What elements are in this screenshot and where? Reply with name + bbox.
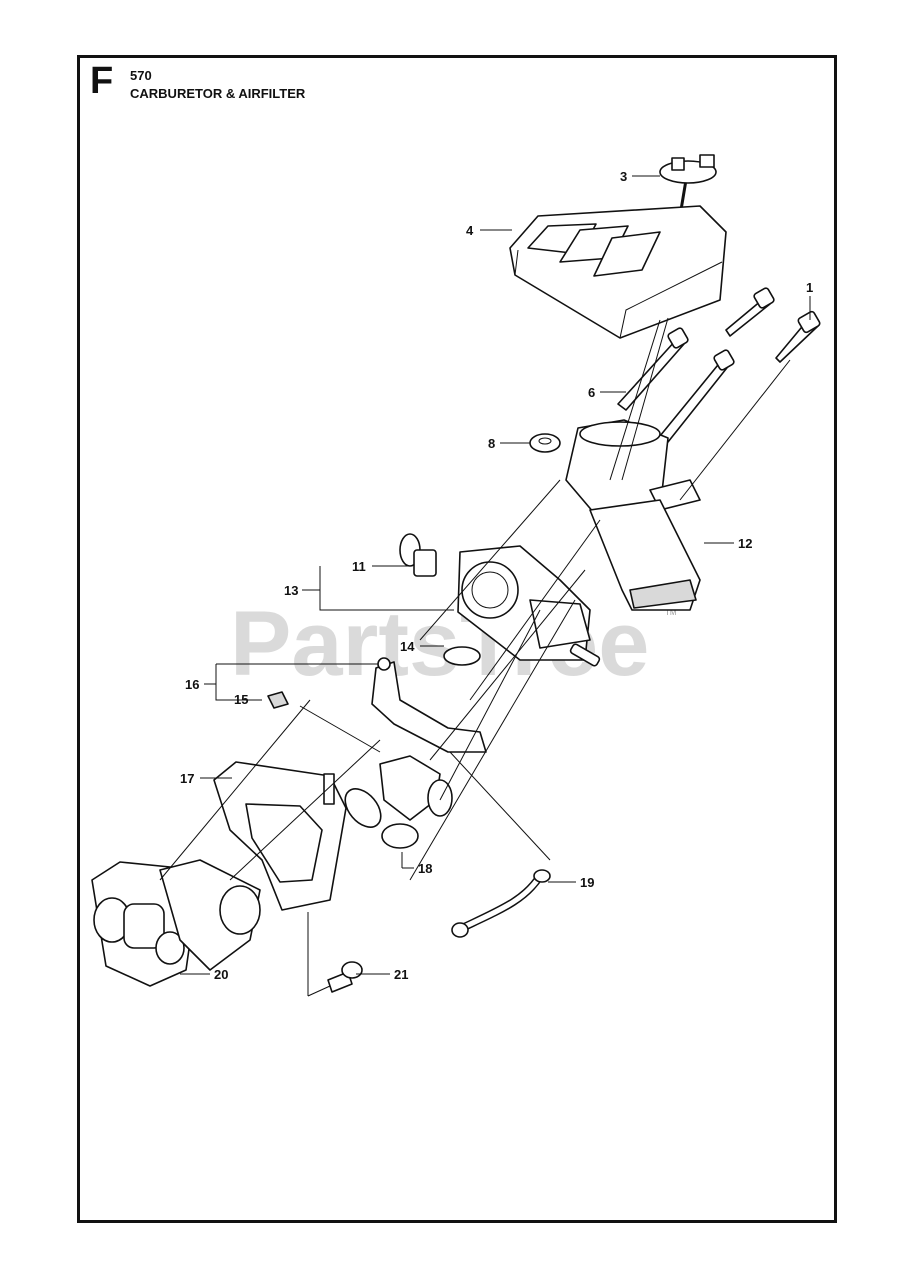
model-number: 570 [130,68,152,83]
part-air-filter-cover[interactable] [509,205,727,339]
callout-1: 1 [806,280,813,295]
callout-labels: 1 3 4 6 8 11 12 13 14 15 16 17 18 19 20 … [180,169,813,982]
part-airfilter-holder[interactable] [565,419,701,521]
watermark-tm: TM [665,608,677,617]
callout-12: 12 [738,536,752,551]
part-screw[interactable] [327,961,363,993]
callout-14: 14 [400,639,415,654]
part-nut[interactable] [529,433,561,453]
diagram-border [77,55,837,1223]
callout-17: 17 [180,771,194,786]
part-intake-boot[interactable] [338,755,453,849]
part-long-bolts[interactable] [617,287,821,443]
callout-3: 3 [620,169,627,184]
callout-15: 15 [234,692,248,707]
part-gasket[interactable] [443,646,481,666]
diagram-title: CARBURETOR & AIRFILTER [130,86,306,101]
part-fuel-hose[interactable] [451,869,551,938]
part-primer[interactable] [399,533,437,577]
callout-13: 13 [284,583,298,598]
watermark: PartsTree TM [230,593,677,695]
callout-19: 19 [580,875,594,890]
section-letter: F [90,60,114,102]
part-intake-flange[interactable] [213,761,347,911]
callout-21: 21 [394,967,408,982]
part-bracket[interactable] [589,499,701,611]
callout-6: 6 [588,385,595,400]
callout-11: 11 [352,559,366,574]
assembly-lines [159,317,791,997]
callout-8: 8 [488,436,495,451]
callout-leaders [180,175,811,975]
part-clip[interactable] [267,691,289,709]
callout-18: 18 [418,861,432,876]
callout-16: 16 [185,677,199,692]
callout-4: 4 [466,223,474,238]
part-inlet-manifold[interactable] [91,859,261,987]
callout-20: 20 [214,967,228,982]
